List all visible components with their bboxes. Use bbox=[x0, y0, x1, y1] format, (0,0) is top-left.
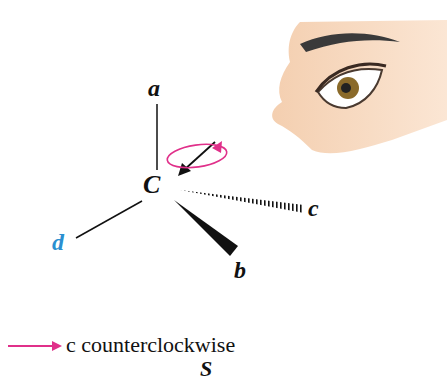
rotation-note: c counterclockwise bbox=[66, 334, 235, 356]
view-arrowhead bbox=[178, 163, 191, 176]
iris bbox=[337, 77, 359, 99]
rotation-arrowhead bbox=[212, 141, 222, 153]
face bbox=[272, 20, 447, 153]
bond-d bbox=[76, 201, 142, 238]
configuration-label: S bbox=[200, 358, 212, 380]
bond-a bbox=[156, 104, 158, 170]
eyebrow bbox=[300, 33, 400, 52]
central-atom: C bbox=[143, 172, 160, 198]
atom-label: c bbox=[308, 196, 319, 220]
eyelid bbox=[316, 64, 386, 92]
pupil bbox=[341, 83, 351, 93]
rotation-ellipse bbox=[166, 141, 228, 171]
atom-label: b bbox=[234, 258, 246, 282]
solid-wedge bbox=[174, 200, 238, 256]
atom-label: a bbox=[148, 76, 160, 100]
eye bbox=[318, 69, 382, 108]
pink-arrow bbox=[8, 345, 54, 347]
hashed-wedge bbox=[180, 190, 304, 213]
atom-label: d bbox=[52, 230, 64, 254]
pink-arrowhead bbox=[52, 341, 62, 351]
